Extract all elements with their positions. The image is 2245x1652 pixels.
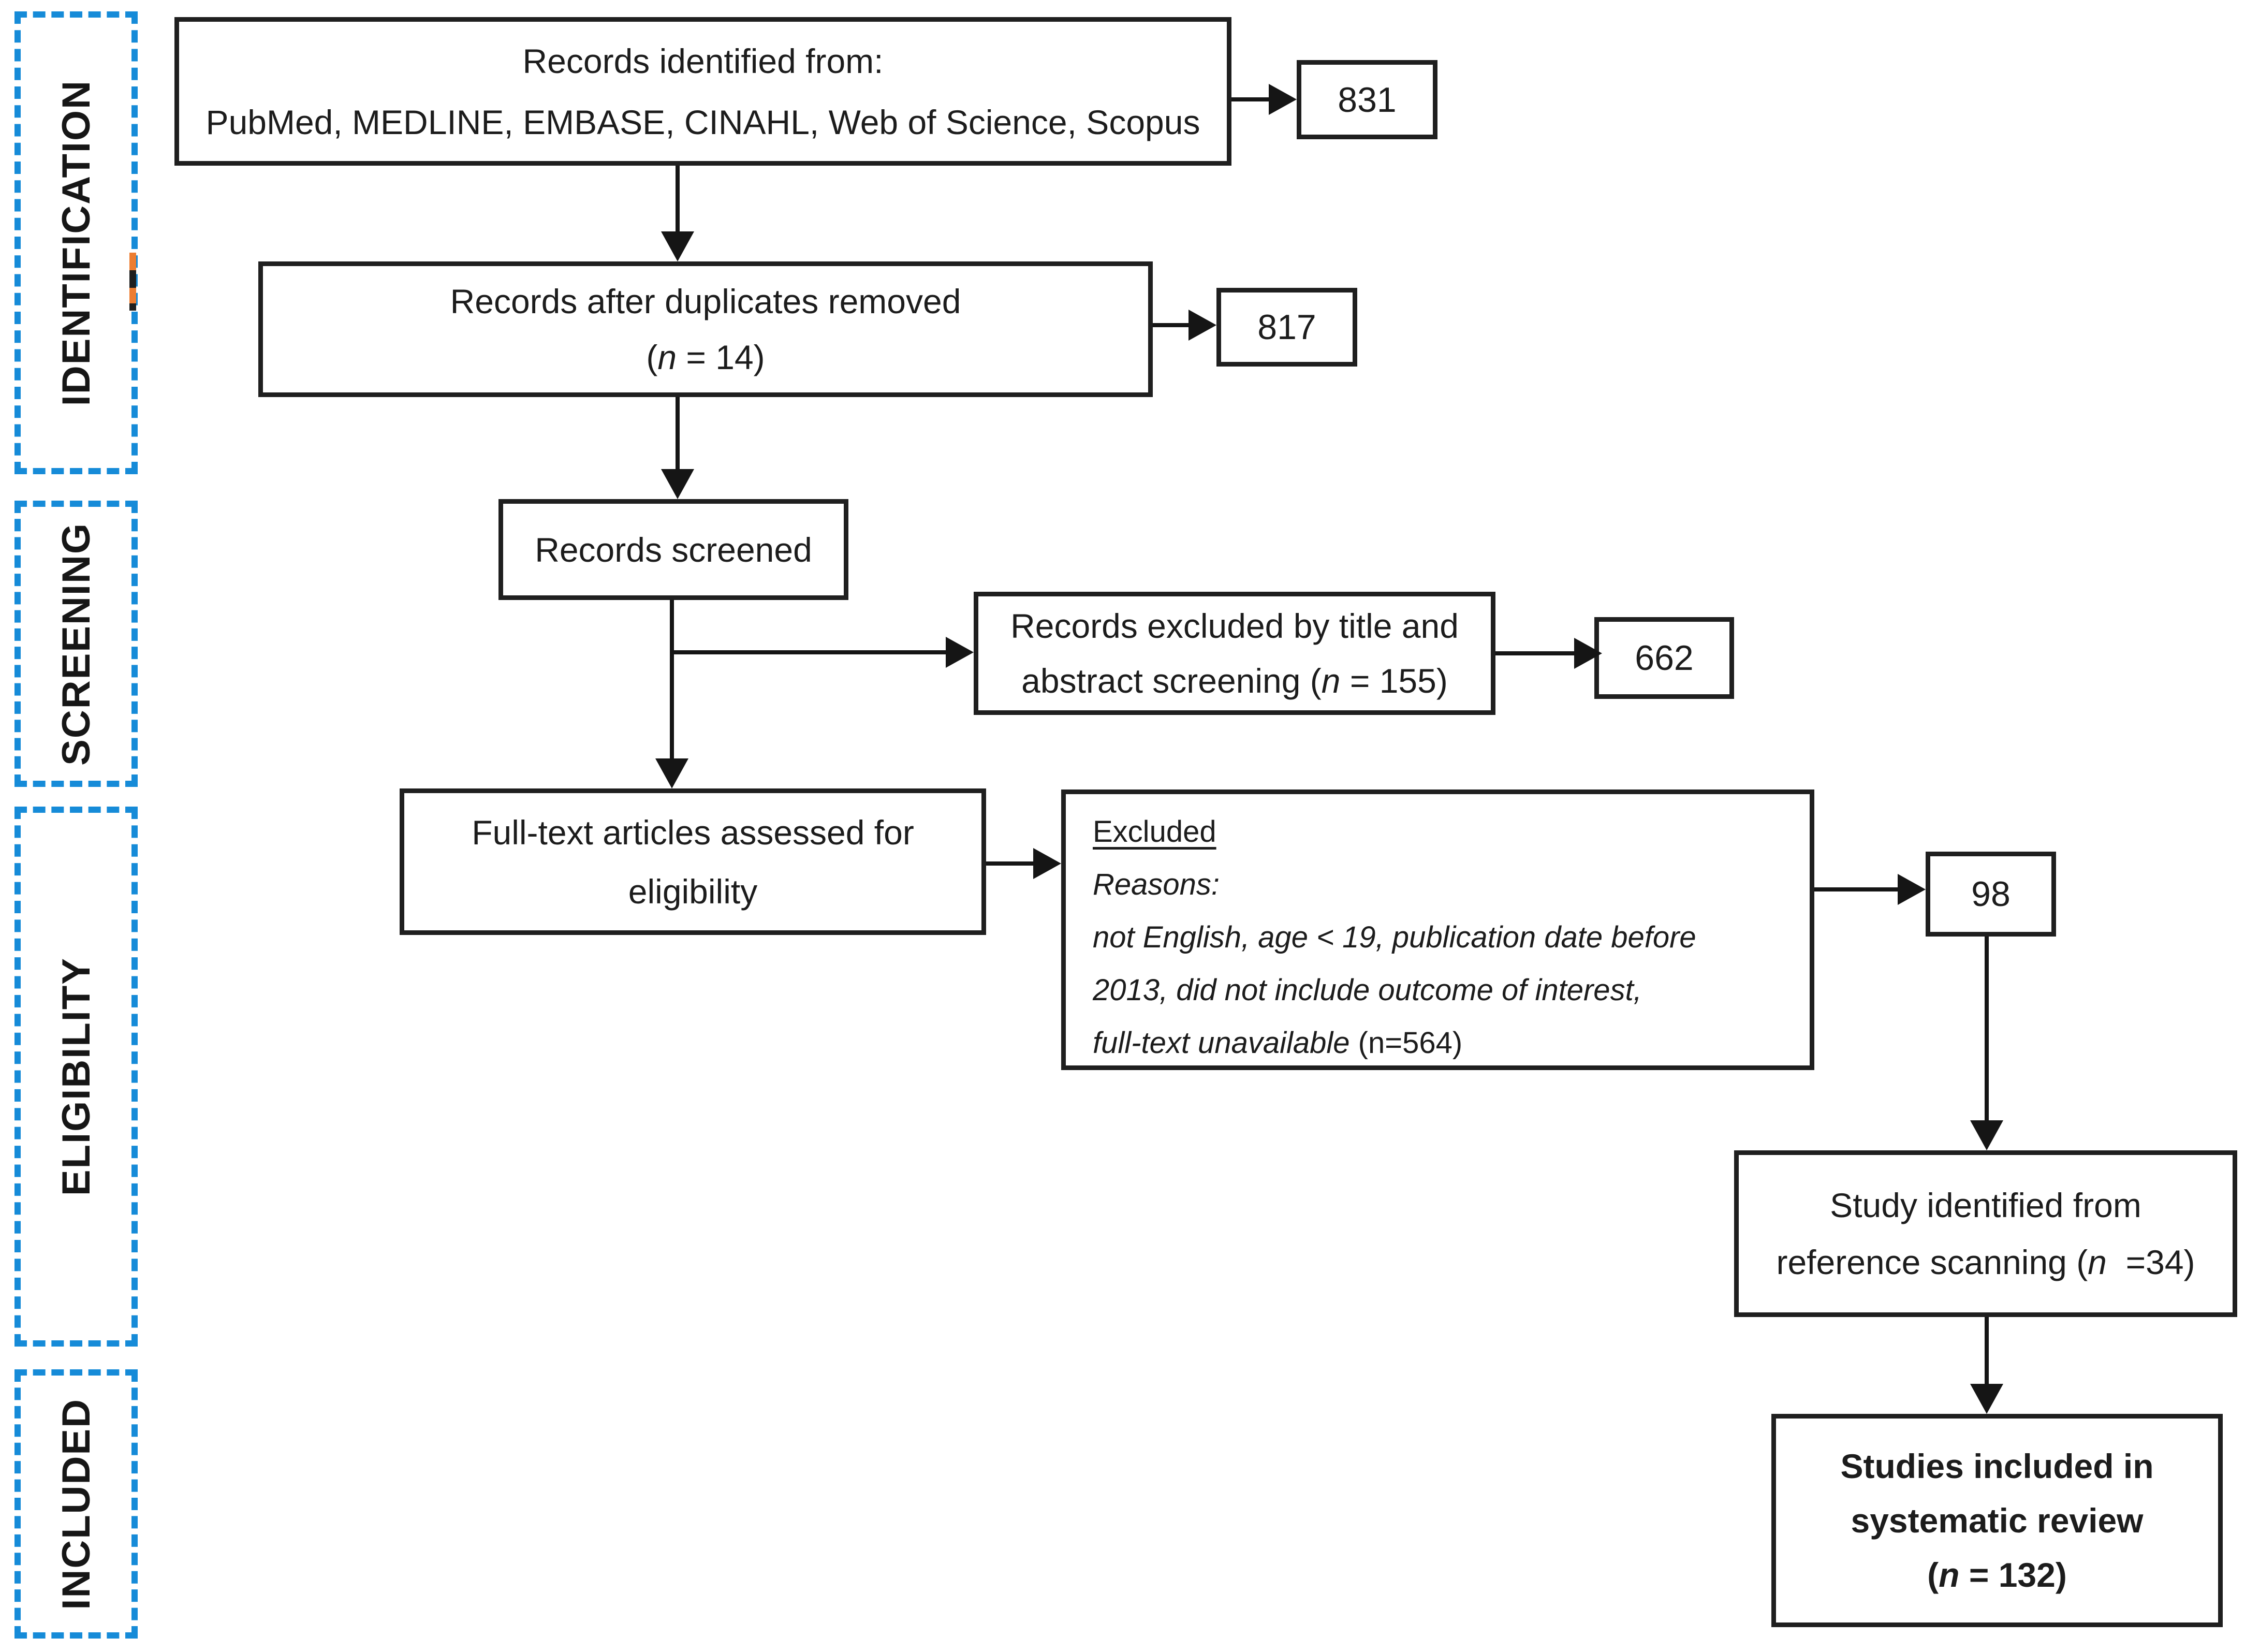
full-text-line2: eligibility bbox=[628, 872, 758, 911]
records-identified-line1: Records identified from: bbox=[522, 41, 884, 80]
reference-scanning-line2: reference scanning (n =34) bbox=[1777, 1234, 2195, 1291]
n-value: = 14) bbox=[677, 338, 765, 376]
arrow-fulltext-to-reasons-head bbox=[1033, 848, 1061, 879]
arrow-identified-to-duplicates-head bbox=[661, 231, 694, 261]
arrow-identified-to-831-line bbox=[1231, 97, 1271, 101]
reason3-italic: full-text unavailable bbox=[1093, 1026, 1350, 1060]
count-box-full-text-remaining: 98 bbox=[1926, 852, 2056, 937]
excluded-title-line1: Records excluded by title and bbox=[1010, 607, 1459, 645]
arrow-screened-to-excluded-head bbox=[946, 637, 974, 668]
n-symbol: n bbox=[657, 338, 677, 376]
arrow-identified-to-831-head bbox=[1269, 84, 1297, 115]
full-text-line1: Full-text articles assessed for bbox=[472, 813, 914, 852]
box-duplicates-removed: Records after duplicates removed (n = 14… bbox=[258, 261, 1153, 397]
n-symbol: n bbox=[2088, 1243, 2107, 1281]
stage-label-screening: SCREENING bbox=[54, 522, 98, 766]
count-box-after-duplicates: 817 bbox=[1216, 288, 1357, 367]
box-excluded-title-abstract: Records excluded by title and abstract s… bbox=[974, 592, 1495, 715]
line2-text: reference scanning ( bbox=[1776, 1243, 2088, 1281]
n-symbol: n bbox=[1321, 662, 1341, 700]
box-reference-scanning: Study identified from reference scanning… bbox=[1734, 1150, 2237, 1317]
excluded-subheading: Reasons: bbox=[1093, 868, 1220, 901]
arrow-duplicates-to-screened-line bbox=[676, 397, 680, 471]
stage-box-screening: SCREENING bbox=[14, 501, 138, 787]
box-excluded-reasons: Excluded Reasons: not English, age < 19,… bbox=[1061, 790, 1814, 1070]
stage-label-identification: IDENTIFICATION bbox=[54, 79, 98, 406]
reference-scanning-line1: Study identified from bbox=[1830, 1186, 2141, 1224]
stage-label-included: INCLUDED bbox=[54, 1398, 98, 1610]
studies-included-line2: systematic review bbox=[1851, 1501, 2144, 1540]
arrow-98-to-reference-head bbox=[1970, 1120, 2003, 1150]
reason3-plain: (n=564) bbox=[1349, 1026, 1463, 1060]
stage-box-included: INCLUDED bbox=[14, 1369, 138, 1639]
count-box-identified: 831 bbox=[1297, 60, 1437, 139]
arrow-screened-to-fulltext-head bbox=[655, 758, 688, 788]
arrow-duplicates-to-screened-head bbox=[661, 469, 694, 499]
n-value: = 155) bbox=[1340, 662, 1448, 700]
arrow-98-to-reference-line bbox=[1985, 937, 1989, 1121]
count-box-excluded-screening: 662 bbox=[1594, 617, 1734, 699]
studies-included-line3: (n = 132) bbox=[1927, 1548, 2067, 1602]
stage-box-identification: IDENTIFICATION bbox=[14, 11, 138, 474]
excluded-heading: Excluded bbox=[1093, 815, 1216, 849]
duplicates-removed-line1: Records after duplicates removed bbox=[450, 282, 961, 320]
paren-open: ( bbox=[1927, 1555, 1939, 1594]
count-identified-value: 831 bbox=[1338, 80, 1397, 120]
stage-box-eligibility: ELIGIBILITY bbox=[14, 807, 138, 1347]
arrow-reasons-to-98-head bbox=[1898, 874, 1926, 905]
arrow-excluded-to-662-line bbox=[1495, 651, 1575, 655]
line2-text: abstract screening ( bbox=[1021, 662, 1322, 700]
arrow-duplicates-to-817-line bbox=[1153, 323, 1191, 327]
records-identified-line2: PubMed, MEDLINE, EMBASE, CINAHL, Web of … bbox=[206, 103, 1200, 141]
arrow-duplicates-to-817-head bbox=[1188, 310, 1216, 341]
arrow-fulltext-to-reasons-line bbox=[986, 861, 1034, 866]
arrow-reference-to-included-line bbox=[1985, 1317, 1989, 1384]
arrow-reference-to-included-head bbox=[1970, 1384, 2003, 1414]
excluded-reason3: full-text unavailable (n=564) bbox=[1093, 1017, 1462, 1070]
stage-label-eligibility: ELIGIBILITY bbox=[54, 957, 98, 1196]
n-symbol: n bbox=[1939, 1555, 1960, 1594]
n-value: =34) bbox=[2106, 1243, 2195, 1281]
count-excluded-screening-value: 662 bbox=[1635, 638, 1694, 678]
box-records-screened: Records screened bbox=[498, 499, 848, 600]
excluded-reason1: not English, age < 19, publication date … bbox=[1093, 920, 1696, 954]
excluded-title-line2: abstract screening (n = 155) bbox=[1021, 653, 1448, 708]
arrow-screened-to-excluded-line bbox=[672, 650, 947, 654]
count-full-text-remaining-value: 98 bbox=[1971, 874, 2011, 914]
arrow-screened-to-fulltext-line bbox=[670, 600, 674, 759]
count-after-duplicates-value: 817 bbox=[1257, 308, 1316, 347]
box-full-text-assessed: Full-text articles assessed for eligibil… bbox=[400, 788, 986, 935]
stray-marker bbox=[129, 253, 136, 311]
box-studies-included: Studies included in systematic review (n… bbox=[1771, 1414, 2223, 1627]
duplicates-removed-line2: (n = 14) bbox=[646, 329, 765, 385]
studies-included-line1: Studies included in bbox=[1840, 1446, 2154, 1485]
records-screened-line1: Records screened bbox=[535, 530, 812, 569]
excluded-reason2: 2013, did not include outcome of interes… bbox=[1093, 973, 1642, 1007]
arrow-excluded-to-662-head bbox=[1574, 638, 1602, 669]
box-records-identified: Records identified from: PubMed, MEDLINE… bbox=[174, 17, 1231, 166]
n-value: = 132) bbox=[1959, 1555, 2067, 1594]
arrow-reasons-to-98-line bbox=[1814, 887, 1899, 891]
paren-open: ( bbox=[646, 338, 658, 376]
arrow-identified-to-duplicates-line bbox=[676, 166, 680, 232]
